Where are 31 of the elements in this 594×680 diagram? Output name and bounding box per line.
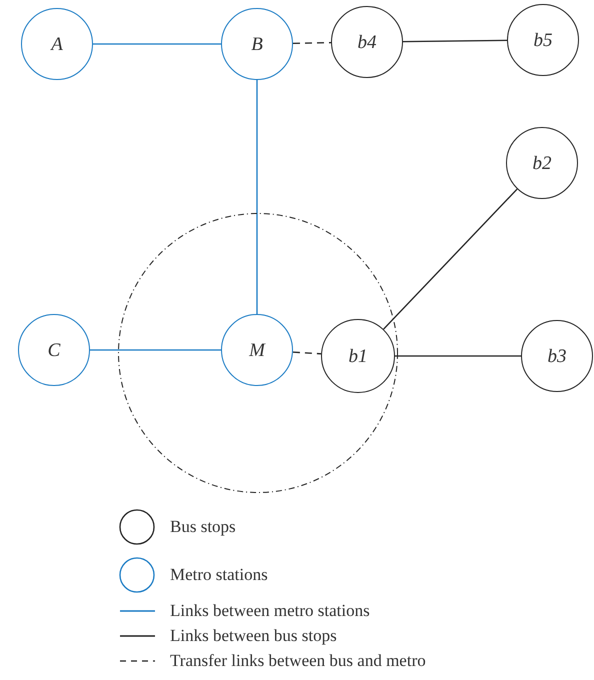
station-label: b4 bbox=[358, 32, 376, 52]
metro-station-circle bbox=[221, 8, 293, 80]
transfer-link-line bbox=[292, 42, 332, 44]
link-line bbox=[93, 43, 221, 45]
station-label: B bbox=[251, 34, 263, 54]
legend-label: Links between metro stations bbox=[170, 602, 370, 619]
bus-stop-circle bbox=[506, 127, 578, 199]
link-line bbox=[395, 355, 521, 357]
legend-label: Links between bus stops bbox=[170, 627, 337, 644]
metro-station-circle bbox=[18, 314, 90, 386]
station-label: b5 bbox=[534, 30, 552, 50]
station-label: b3 bbox=[548, 346, 566, 366]
station-label: C bbox=[48, 340, 60, 360]
link-line bbox=[256, 80, 258, 314]
bus-stop-circle bbox=[331, 6, 403, 78]
metro-station-circle bbox=[221, 314, 293, 386]
bus-stop-circle bbox=[521, 320, 593, 392]
station-label: b2 bbox=[532, 154, 552, 172]
station-label: A bbox=[51, 34, 63, 54]
link-line bbox=[403, 40, 507, 42]
link-line bbox=[383, 188, 518, 330]
link-line bbox=[90, 349, 221, 351]
metro-station-circle bbox=[21, 8, 93, 80]
legend-label: Metro stations bbox=[170, 566, 268, 583]
transfer-link-line bbox=[292, 351, 322, 354]
catchment-circle bbox=[118, 213, 398, 493]
bus-stop-circle bbox=[507, 4, 579, 76]
station-label: b1 bbox=[348, 346, 368, 366]
legend-label: Transfer links between bus and metro bbox=[170, 652, 426, 669]
station-label: M bbox=[249, 340, 265, 360]
legend-label: Bus stops bbox=[170, 518, 236, 535]
